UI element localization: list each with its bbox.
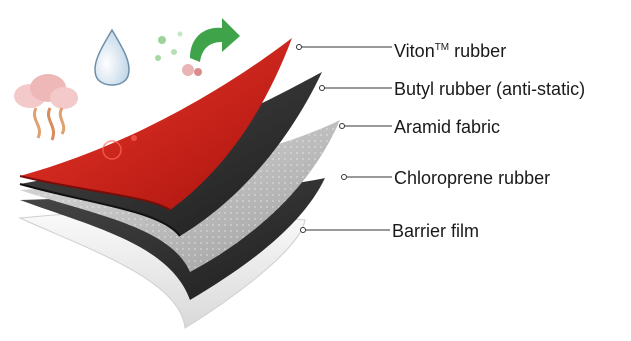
viton-suffix: rubber — [449, 41, 506, 61]
label-aramid-fabric: Aramid fabric — [394, 117, 500, 137]
label-chloroprene-rubber: Chloroprene rubber — [394, 168, 550, 188]
label-viton-rubber: VitonTM rubber — [394, 38, 506, 61]
fire-smoke-icon — [14, 74, 78, 140]
trademark-superscript: TM — [435, 42, 449, 53]
viton-name: Viton — [394, 41, 435, 61]
droplet-icon — [95, 30, 129, 85]
label-barrier-film: Barrier film — [392, 221, 479, 241]
label-butyl-rubber: Butyl rubber (anti-static) — [394, 79, 585, 99]
recycle-arrow-icon — [190, 18, 240, 62]
